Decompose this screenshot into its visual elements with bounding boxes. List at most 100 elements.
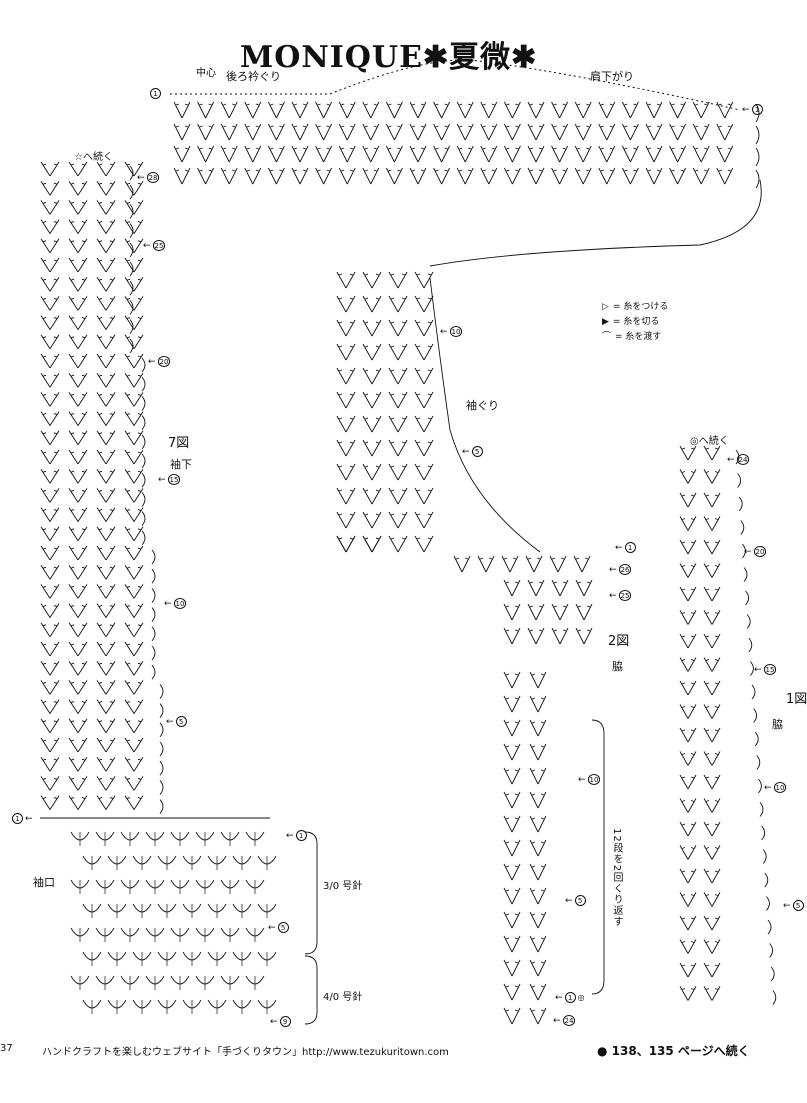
side2-row-10: ←10: [578, 774, 601, 785]
stitch-symbol: [414, 271, 434, 289]
turn-chain: [159, 684, 164, 699]
stitch-symbol: [96, 276, 116, 292]
stitch-symbol: [315, 167, 333, 185]
turn-chain: [754, 731, 759, 747]
footer-text: ハンドクラフトを楽しむウェブサイト「手づくりタウン」http://www.tez…: [42, 1047, 449, 1058]
stitch-symbol: [385, 167, 403, 185]
stitch-symbol: [244, 101, 262, 119]
stitch-symbol: [96, 622, 116, 638]
stitch-symbol: [40, 411, 60, 426]
stitch-symbol: [703, 469, 721, 484]
stitch-symbol: [692, 123, 710, 141]
stitch-symbol: [574, 123, 592, 141]
stitch-symbol: [527, 123, 545, 141]
stitch-symbol: [96, 449, 116, 465]
stitch-symbol: [124, 584, 144, 599]
stitch-symbol: [220, 123, 238, 141]
stitch-symbol: [124, 353, 144, 369]
stitch-symbol: [68, 526, 88, 542]
stitch-symbol: [703, 845, 721, 860]
stitch-symbol: [336, 319, 356, 337]
stitch-symbol: [679, 704, 697, 719]
stitch-symbol: [336, 463, 356, 481]
stitch-symbol: [598, 123, 616, 141]
stitch-symbol: [574, 101, 592, 119]
legend: ▷= 糸をつける ▶= 糸を切る ⌒= 糸を渡す: [602, 300, 668, 345]
stitch-symbol: [124, 507, 144, 522]
stitch-symbol: [503, 627, 521, 645]
turn-chain: [762, 849, 767, 864]
stitch-symbol: [96, 526, 116, 542]
stitch-symbol: [388, 415, 408, 433]
stitch-symbol: [503, 743, 521, 761]
stitch-symbol: [68, 795, 88, 810]
stitch-symbol: [124, 488, 144, 503]
turn-chain: [159, 799, 164, 814]
stitch-symbol: [220, 145, 238, 163]
stitch-symbol: [679, 915, 697, 931]
stitch-symbol: [551, 579, 569, 597]
stitch-symbol: [703, 633, 721, 649]
cuff-row-9: ←9: [270, 1016, 291, 1027]
stitch-symbol: [124, 468, 144, 484]
stitch-symbol: [527, 579, 545, 597]
stitch-symbol: [40, 238, 60, 254]
hook-size-b: 4/0 号針: [323, 992, 363, 1003]
stitch-symbol: [703, 516, 721, 531]
stitch-symbol: [291, 167, 309, 185]
turn-chain: [769, 943, 774, 958]
turn-chain: [745, 590, 750, 606]
stitch-symbol: [529, 743, 547, 761]
stitch-symbol: [703, 892, 721, 907]
stitch-symbol: [173, 101, 191, 119]
stitch-symbol: [362, 343, 382, 361]
stitch-symbol: [551, 167, 569, 185]
cuff-row-1: ←1: [286, 830, 307, 841]
stitch-symbol: [96, 468, 116, 484]
stitch-symbol: [197, 101, 215, 119]
stitch-symbol: [291, 145, 309, 163]
stitch-symbol: [96, 372, 116, 388]
stitch-symbol: [124, 622, 144, 638]
stitch-symbol: [679, 798, 697, 813]
stitch-symbol: [409, 101, 427, 119]
turn-chain: [756, 755, 761, 770]
stitch-symbol: [96, 680, 116, 695]
stitch-symbol: [68, 488, 88, 503]
stitch-symbol: [679, 751, 697, 766]
stitch-symbol: [244, 145, 262, 163]
stitch-symbol: [529, 695, 547, 713]
stitch-symbol: [529, 719, 547, 737]
stitch-symbol: [124, 603, 144, 618]
turn-chain: [767, 919, 772, 935]
stitch-symbol: [679, 939, 697, 954]
stitch-symbol: [124, 276, 144, 292]
stitch-symbol: [503, 791, 521, 809]
turn-chain: [141, 453, 146, 469]
stitch-symbol: [362, 463, 382, 481]
stitch-symbol: [40, 296, 60, 311]
stitch-symbol: [336, 535, 356, 553]
turn-chain: [141, 357, 146, 373]
turn-chain: [129, 338, 134, 354]
stitch-symbol: [96, 699, 116, 714]
arc-icon: ⌒: [602, 332, 612, 342]
cuff-row-5: ←5: [268, 922, 289, 933]
stitch-symbol: [124, 449, 144, 465]
stitch-symbol: [68, 468, 88, 484]
turn-chain: [151, 588, 156, 603]
stitch-symbol: [703, 727, 721, 743]
stitch-symbol: [68, 296, 88, 311]
stitch-symbol: [503, 123, 521, 141]
stitch-symbol: [529, 671, 547, 689]
stitch-symbol: [503, 603, 521, 621]
stitch-symbol: [669, 101, 687, 119]
side1-fig-label: 1図: [786, 692, 807, 707]
stitch-symbol: [124, 641, 144, 657]
stitch-symbol: [96, 488, 116, 503]
stitch-symbol: [96, 603, 116, 618]
stitch-symbol: [669, 123, 687, 141]
stitch-symbol: [68, 776, 88, 791]
turn-chain: [159, 780, 164, 795]
stitch-symbol: [124, 334, 144, 350]
